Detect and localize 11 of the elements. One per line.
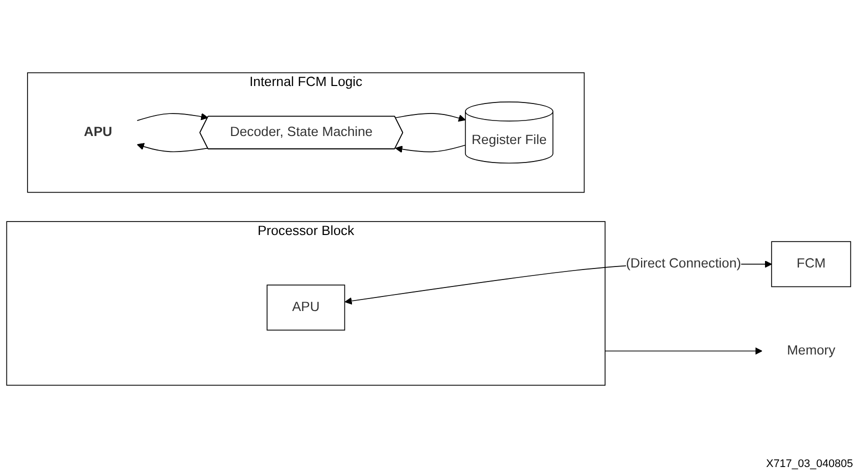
arrow (604, 347, 762, 355)
arrow (136, 142, 208, 152)
arrow (136, 112, 208, 121)
node-box: FCM (771, 241, 852, 288)
node-text: APU (84, 125, 112, 140)
edge-label: (Direct Connection) (626, 256, 742, 271)
arrow (395, 144, 466, 153)
figure-code: X717_03_040805 (766, 458, 853, 470)
node-box: APU (266, 284, 346, 331)
arrow (395, 113, 466, 122)
node-text: Memory (787, 343, 836, 358)
